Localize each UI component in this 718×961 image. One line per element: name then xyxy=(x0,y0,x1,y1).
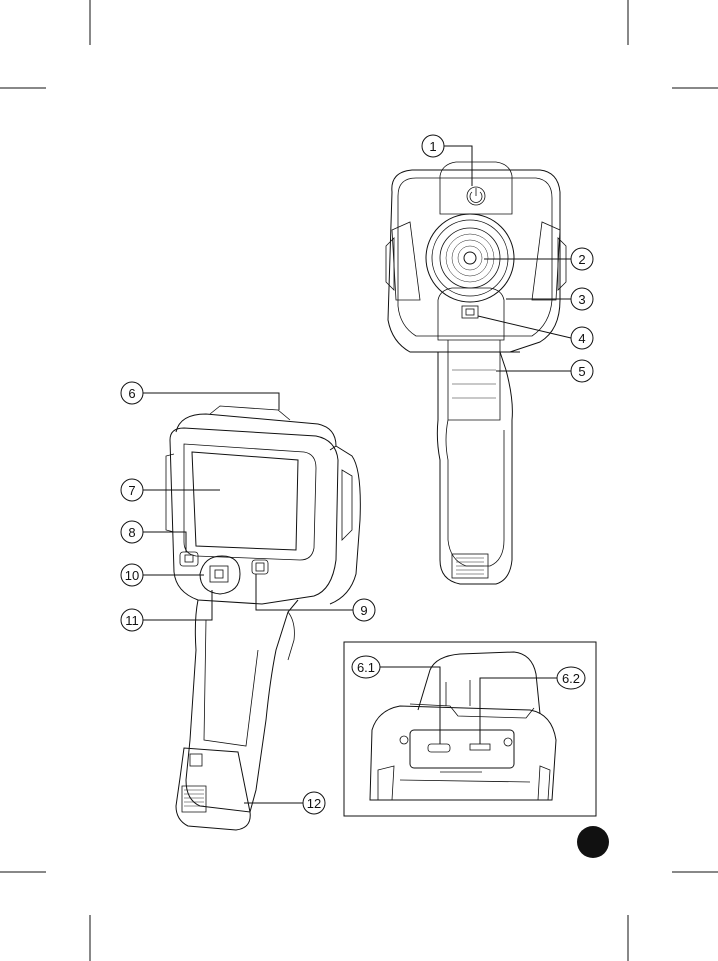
svg-text:10: 10 xyxy=(125,568,139,583)
svg-text:9: 9 xyxy=(360,603,367,618)
callout-4: 4 xyxy=(478,316,593,349)
callout-9: 9 xyxy=(256,574,375,621)
svg-text:12: 12 xyxy=(307,796,321,811)
svg-text:8: 8 xyxy=(128,525,135,540)
page-badge xyxy=(577,826,609,858)
svg-text:2: 2 xyxy=(578,252,585,267)
callout-6: 6 xyxy=(121,382,279,410)
callout-7: 7 xyxy=(121,479,220,501)
inset-connector-detail xyxy=(344,642,596,816)
svg-text:6.2: 6.2 xyxy=(562,671,580,686)
svg-text:1: 1 xyxy=(429,139,436,154)
thermal-camera-front-view xyxy=(386,162,566,584)
svg-text:4: 4 xyxy=(578,331,585,346)
svg-text:3: 3 xyxy=(578,292,585,307)
callout-11: 11 xyxy=(121,590,212,631)
svg-text:7: 7 xyxy=(128,483,135,498)
callout-10: 10 xyxy=(121,564,204,586)
svg-text:11: 11 xyxy=(125,613,139,628)
svg-text:6.1: 6.1 xyxy=(357,660,375,675)
callout-8: 8 xyxy=(121,521,186,552)
callout-5: 5 xyxy=(496,360,593,382)
svg-text:5: 5 xyxy=(578,364,585,379)
svg-text:6: 6 xyxy=(128,386,135,401)
callout-3: 3 xyxy=(506,288,593,310)
thermal-camera-rear-view xyxy=(166,406,360,830)
callout-12: 12 xyxy=(244,792,325,814)
